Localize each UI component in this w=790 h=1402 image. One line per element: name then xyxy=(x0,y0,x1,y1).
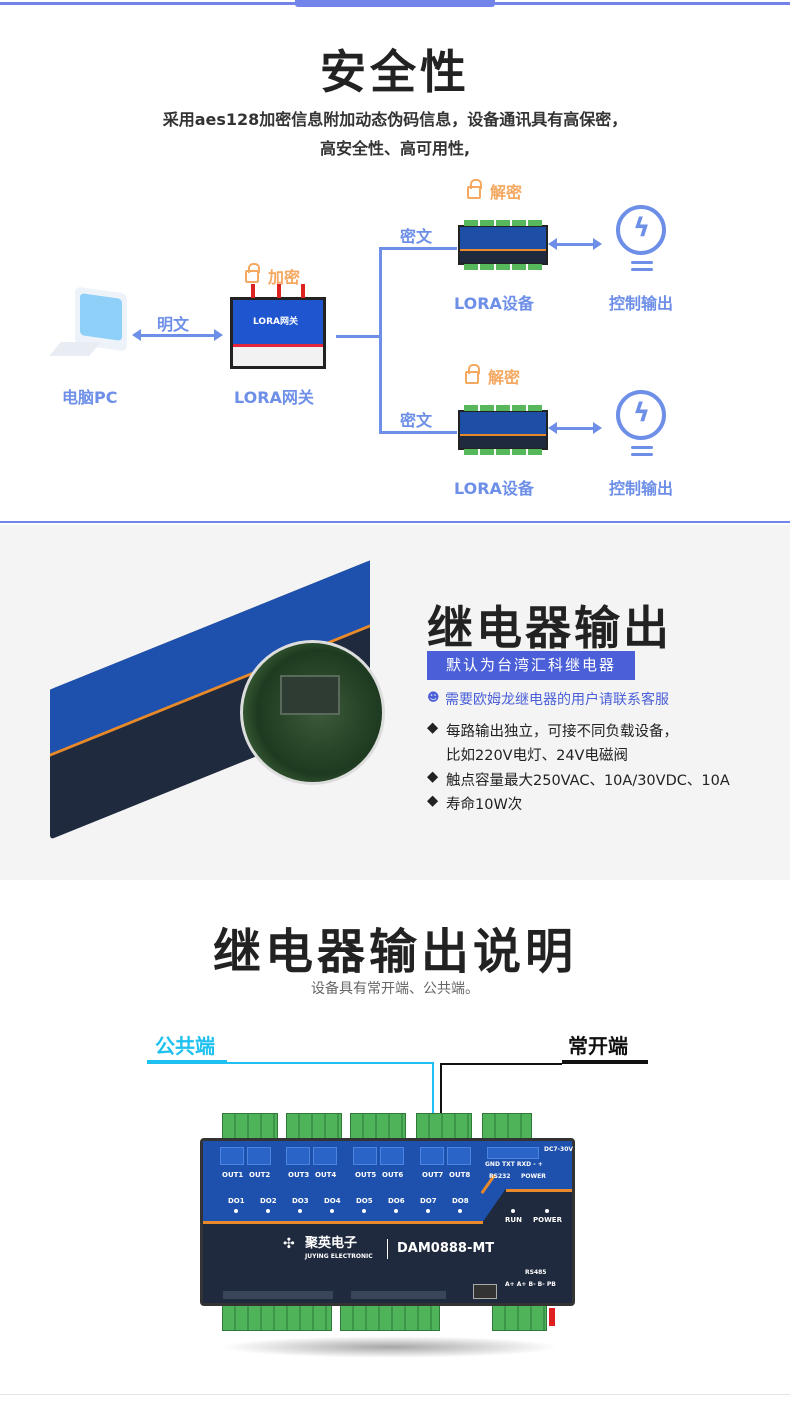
analog-pin-strip xyxy=(351,1291,446,1299)
unlock-icon xyxy=(467,179,482,199)
input-pin-strip xyxy=(223,1291,333,1299)
rs485-pins: A+ A+ B- B- PB xyxy=(505,1281,556,1288)
connector-line xyxy=(336,335,381,338)
connector-line xyxy=(379,247,457,250)
pc-icon xyxy=(49,286,130,365)
security-desc-line2: 高安全性、高可用性, xyxy=(319,139,471,158)
terminal-block xyxy=(492,1305,547,1331)
bullet-text: 每路输出独立，可接不同负载设备， xyxy=(446,724,678,740)
relay-desc-title: 继电器输出说明 xyxy=(212,924,577,980)
out-label: OUT8 xyxy=(449,1171,471,1179)
relay-title: 继电器输出 xyxy=(427,601,672,655)
terminal-block xyxy=(222,1113,278,1139)
logo-divider xyxy=(387,1239,388,1259)
out-label: OUT5 xyxy=(355,1171,377,1179)
do-label: DO4 xyxy=(324,1197,341,1205)
device-shadow xyxy=(220,1336,560,1358)
rs232-pins: GND TXT RXD - + xyxy=(485,1161,543,1168)
normally-open-label: 常开端 xyxy=(568,1034,628,1058)
cipher-label: 密文 xyxy=(400,227,433,246)
callout-line xyxy=(440,1063,562,1065)
bullet-icon: ◆ xyxy=(427,720,439,736)
callout-line xyxy=(227,1062,434,1064)
lora-device-image xyxy=(458,405,548,455)
bidirectional-arrow xyxy=(132,329,223,341)
do-label: DO7 xyxy=(420,1197,437,1205)
out-label: OUT7 xyxy=(422,1171,444,1179)
bullet-icon: ◆ xyxy=(427,769,439,785)
rs485-label: RS485 xyxy=(525,1269,547,1276)
brand-name-en: JUYING ELECTRONIC xyxy=(305,1253,373,1260)
do-label: DO6 xyxy=(388,1197,405,1205)
out-label: OUT4 xyxy=(315,1171,337,1179)
callout-underline xyxy=(562,1060,648,1064)
terminal-block xyxy=(340,1305,440,1331)
control-output-label: 控制输出 xyxy=(609,294,674,313)
brand-logo-icon: ✣ xyxy=(283,1236,295,1252)
bidirectional-arrow xyxy=(548,422,602,434)
dam0888-device-image: OUT1 OUT2 OUT3 OUT4 OUT5 OUT6 OUT7 OUT8 … xyxy=(200,1138,575,1306)
security-title: 安全性 xyxy=(320,45,470,99)
bullet-text: 触点容量最大250VAC、10A/30VDC、10A xyxy=(446,773,730,789)
terminal-block xyxy=(222,1305,332,1331)
out-label: OUT6 xyxy=(382,1171,404,1179)
dc-label: DC7-30V xyxy=(544,1146,574,1153)
relay-note: 需要欧姆龙继电器的用户请联系客服 xyxy=(445,692,669,708)
unlock-icon xyxy=(465,364,480,384)
run-label: RUN xyxy=(505,1216,522,1224)
bidirectional-arrow xyxy=(548,238,602,250)
control-output-label: 控制输出 xyxy=(609,479,674,498)
do-label: DO2 xyxy=(260,1197,277,1205)
pc-label: 电脑PC xyxy=(62,388,118,407)
gateway-label: LORA网关 xyxy=(234,388,314,407)
do-label: DO1 xyxy=(228,1197,245,1205)
relay-device-image xyxy=(50,560,385,840)
lora-device-image xyxy=(458,220,548,270)
terminal-block xyxy=(416,1113,472,1139)
lora-device-label: LORA设备 xyxy=(454,479,534,498)
bullet-text: 比如220V电灯、24V电磁阀 xyxy=(446,748,628,764)
security-desc-line1: 采用aes128加密信息附加动态伪码信息，设备通讯具有高保密， xyxy=(162,110,628,129)
terminal-block xyxy=(350,1113,406,1139)
decrypt-label: 解密 xyxy=(488,368,521,387)
relay-desc-subtitle: 设备具有常开端、公共端。 xyxy=(311,981,479,997)
do-label: DO3 xyxy=(292,1197,309,1205)
out-label: OUT2 xyxy=(249,1171,271,1179)
lock-icon xyxy=(245,263,260,283)
power-label: POWER xyxy=(533,1216,562,1224)
section-divider xyxy=(0,521,790,523)
top-tab-decoration xyxy=(295,0,495,7)
connector-line xyxy=(379,431,457,434)
do-label: DO8 xyxy=(452,1197,469,1205)
ethernet-port xyxy=(473,1284,497,1299)
antenna xyxy=(549,1308,555,1326)
customer-service-icon: ☻ xyxy=(427,690,440,704)
terminal-block xyxy=(482,1113,532,1139)
lora-device-label: LORA设备 xyxy=(454,294,534,313)
encrypt-label: 加密 xyxy=(268,268,301,287)
common-terminal-label: 公共端 xyxy=(155,1034,215,1058)
gateway-device-image: LORA网关 xyxy=(230,284,326,369)
bullet-text: 寿命10W次 xyxy=(446,797,523,813)
connector-line xyxy=(379,247,382,434)
callout-underline xyxy=(147,1060,227,1064)
bullet-icon: ◆ xyxy=(427,793,439,809)
model-label: DAM0888-MT xyxy=(397,1241,495,1256)
rs232-label: RS232 xyxy=(489,1173,511,1180)
bottom-divider xyxy=(0,1394,790,1395)
callout-line xyxy=(432,1062,434,1128)
plain-text-label: 明文 xyxy=(157,315,190,334)
terminal-block xyxy=(286,1113,342,1139)
gateway-screen-text: LORA网关 xyxy=(253,317,298,327)
cipher-label: 密文 xyxy=(400,411,433,430)
decrypt-label: 解密 xyxy=(490,183,523,202)
relay-default-badge: 默认为台湾汇科继电器 xyxy=(427,651,635,680)
power-header-label: POWER xyxy=(521,1173,546,1180)
out-label: OUT1 xyxy=(222,1171,244,1179)
do-label: DO5 xyxy=(356,1197,373,1205)
callout-line xyxy=(440,1063,442,1128)
out-label: OUT3 xyxy=(288,1171,310,1179)
brand-name: 聚英电子 xyxy=(305,1236,358,1251)
